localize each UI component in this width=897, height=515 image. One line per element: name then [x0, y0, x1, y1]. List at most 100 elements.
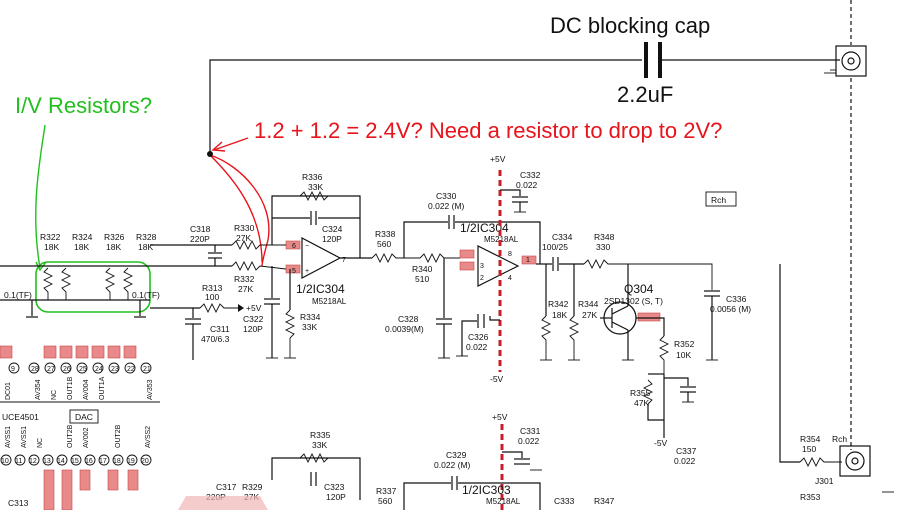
dac-pin — [112, 454, 124, 466]
dac-pin — [28, 362, 40, 374]
pin-5: 5 — [292, 268, 296, 275]
dac-pin-num: 26 — [63, 366, 71, 373]
pad-c — [459, 249, 475, 259]
r313-plus5v: +5V — [246, 303, 262, 313]
q304-part: 2SD1302 (S, T) — [604, 296, 663, 306]
dac-pad — [107, 345, 121, 359]
c331-val: 0.022 — [518, 436, 540, 446]
pin-8: 8 — [508, 251, 512, 258]
dac-pin-label: AV353 — [147, 379, 154, 400]
r340-ref: R340 — [412, 264, 433, 274]
c322-ref: C322 — [243, 314, 264, 324]
dac-pin — [140, 454, 152, 466]
c337-wire — [664, 377, 689, 386]
c329-wire-r — [458, 482, 541, 510]
dac-pin — [42, 454, 54, 466]
c329-val: 0.022 (M) — [434, 460, 471, 470]
dac-pin-label: AVSS1 — [21, 426, 28, 448]
pin-2b: 2 — [480, 275, 484, 282]
bottom-pcb-trace — [178, 496, 268, 510]
ic304-a-part: M5218AL — [312, 297, 347, 306]
opamp-2 — [477, 245, 520, 287]
r324-ref: R324 — [72, 232, 93, 242]
c330-wire-l — [403, 221, 448, 258]
dac-box — [69, 409, 99, 424]
dac-pin — [0, 454, 12, 466]
dac-pad — [0, 345, 13, 359]
c329-ref: C329 — [446, 450, 467, 460]
r352-ref: R352 — [674, 339, 695, 349]
r348-resistor — [583, 258, 713, 290]
c-tf-left: 0.1(TF) — [4, 290, 32, 300]
question-arrowhead — [211, 141, 226, 152]
rch-out-wire — [779, 264, 800, 463]
r330-resistor — [231, 239, 286, 251]
output-jack-top — [835, 45, 867, 77]
rail-plus5v: +5V — [490, 154, 506, 164]
r328-resistor — [122, 267, 134, 300]
dac-pin-num: 15 — [71, 458, 79, 465]
junction-dot — [207, 151, 213, 157]
rail-minus5v: -5V — [490, 374, 504, 384]
dac-pin-label: NC — [51, 390, 58, 400]
c326-ref: C326 — [468, 332, 489, 342]
dac-ref: UCE4501 — [2, 412, 39, 422]
r326-resistor — [104, 267, 116, 300]
r332-ref: R332 — [234, 274, 255, 284]
dac-pin-label: OUT1A — [99, 376, 106, 400]
c328-val: 0.0039(M) — [385, 324, 424, 334]
c328-ref: C328 — [398, 314, 419, 324]
c330-val: 0.022 (M) — [428, 201, 465, 211]
r332-resistor — [231, 260, 287, 272]
dac-pin-num: 19 — [127, 458, 135, 465]
q304-pad — [637, 312, 661, 322]
dac-pin-labels-bottom: AVSS1 AVSS1 NC OUT2B AV002 OUT2B AVSS2 — [5, 424, 152, 448]
dac-pin-label: AVSS1 — [5, 426, 12, 448]
r313-val: 100 — [205, 292, 219, 302]
opamp-1-minus: − — [305, 243, 309, 250]
r338-resistor — [371, 252, 420, 264]
c326-val: 0.022 — [466, 342, 488, 352]
r334-val: 33K — [302, 322, 317, 332]
dac-pin-num: 14 — [57, 458, 65, 465]
dac-pin-num: 9 — [11, 366, 15, 373]
q304-emitter — [611, 321, 629, 331]
dac-pad-bottom — [107, 469, 119, 491]
dac-label: DAC — [75, 412, 93, 422]
iv-resistors-highlight — [35, 261, 151, 313]
dac-pin — [70, 454, 82, 466]
minus5v-q: -5V — [654, 438, 668, 448]
r352-resistor — [658, 335, 670, 374]
ic303-label: 1/2IC303 — [462, 483, 511, 497]
dac-pin-label: AV004 — [83, 379, 90, 400]
r352-val: 10K — [676, 350, 691, 360]
dac-pin — [8, 362, 20, 374]
dac-pad — [43, 345, 57, 359]
r337-ref: R337 — [376, 486, 397, 496]
dac-pin-num: 18 — [113, 458, 121, 465]
c330-wire-r — [455, 221, 541, 264]
jack-rch-label: Rch — [832, 434, 847, 444]
r335-resistor — [299, 452, 329, 464]
c323-val: 120P — [326, 492, 346, 502]
r313-ref: R313 — [202, 283, 223, 293]
r336-ref: R336 — [302, 172, 323, 182]
q304-ref: Q304 — [624, 282, 654, 296]
c330-ref: C330 — [436, 191, 457, 201]
r348-ref: R348 — [594, 232, 615, 242]
r344-val: 27K — [582, 310, 597, 320]
dac-pin — [14, 454, 26, 466]
c336-val: 0.0056 (M) — [710, 304, 751, 314]
dac-pin-label: AVSS2 — [145, 426, 152, 448]
c326-ground-wire — [461, 320, 477, 356]
r322-val: 18K — [44, 242, 59, 252]
rch-box — [705, 191, 737, 207]
c313-ref: C313 — [8, 498, 29, 508]
q304-drive-wire — [636, 317, 665, 336]
dac-pin — [124, 362, 136, 374]
dac-pin-label: AV002 — [83, 427, 90, 448]
pad-e — [521, 255, 537, 265]
r355-resistor — [642, 379, 654, 405]
r355-bottom — [647, 404, 664, 421]
r342-ref: R342 — [548, 299, 569, 309]
